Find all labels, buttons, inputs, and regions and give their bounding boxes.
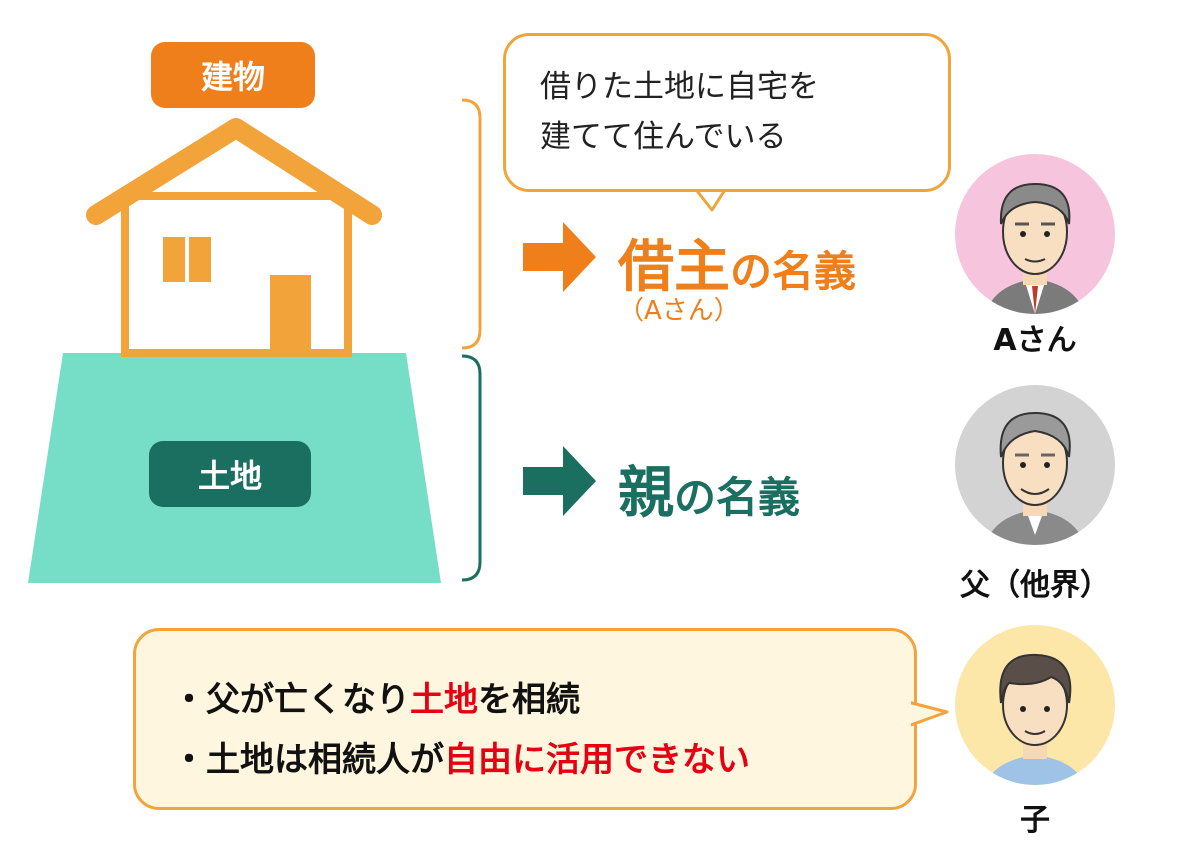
result-borrower-sub: （Aさん）: [618, 296, 740, 326]
land-tag: 土地: [149, 441, 311, 507]
person-a-label: Aさん: [993, 323, 1077, 358]
result-parent-suffix: の名義: [674, 473, 801, 522]
house-window-left: [163, 237, 185, 282]
result-borrower: 借主の名義: [618, 222, 856, 303]
avatar-father: [955, 385, 1115, 545]
result-borrower-suffix: の名義: [730, 247, 857, 296]
note-line-2-a: ・土地は相続人が: [172, 740, 444, 780]
building-bracket: [461, 98, 482, 350]
old-man-icon: [985, 411, 1085, 545]
person-father-label: 父（他界）: [960, 568, 1110, 603]
person-child-label: 子: [1020, 803, 1050, 838]
result-parent-main: 親: [618, 461, 674, 526]
man-a-icon: [985, 182, 1085, 314]
house-body: [121, 192, 352, 357]
building-tag: 建物: [151, 42, 315, 108]
avatar-a: [955, 154, 1115, 314]
house-window-right: [189, 237, 211, 282]
avatar-child: [955, 625, 1115, 785]
note-line-1-highlight: 土地: [410, 680, 478, 720]
arrow-to-parent: [523, 446, 596, 516]
note-line-1-a: ・父が亡くなり: [172, 680, 410, 720]
house-roof: [86, 118, 382, 225]
result-parent: 親の名義: [618, 448, 800, 529]
note-bubble: [133, 628, 917, 810]
speech-line-1: 借りた土地に自宅を: [540, 69, 819, 105]
young-man-icon: [985, 653, 1085, 785]
note-line-1: ・父が亡くなり土地を相続: [172, 672, 580, 721]
note-bubble-tail: [905, 700, 949, 730]
note-line-2: ・土地は相続人が自由に活用できない: [172, 732, 750, 781]
speech-bubble-a: [503, 33, 951, 192]
speech-bubble-text: 借りた土地に自宅を 建てて住んでいる: [540, 62, 930, 162]
house-door: [270, 275, 311, 353]
note-line-1-c: を相続: [478, 680, 580, 720]
result-borrower-main: 借主: [618, 235, 730, 300]
speech-line-2: 建てて住んでいる: [540, 119, 787, 155]
land-bracket: [461, 354, 482, 582]
arrow-to-a: [523, 222, 596, 292]
note-line-2-highlight: 自由に活用できない: [444, 740, 750, 780]
